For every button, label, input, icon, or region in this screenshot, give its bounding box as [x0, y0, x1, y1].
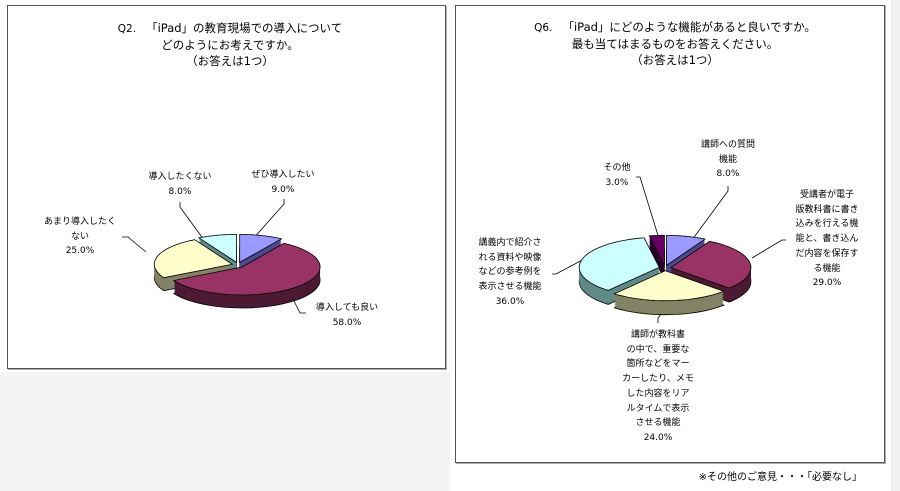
chart-panel-q6	[455, 5, 885, 463]
chart-title-q2: Q2. 「iPad」の教育現場での導入について どのようにお考えですか。 （お答え…	[100, 20, 360, 69]
background-strip	[0, 372, 450, 491]
leader-line	[291, 296, 306, 314]
leader-line	[552, 256, 589, 275]
slice-label: 講師が教科書の中で、重要な箇所などをマーカーしたり、メモした内容をリアルタイムで…	[622, 330, 694, 443]
question-number: Q6.	[534, 22, 553, 34]
title-line: （お答えは1つ）	[186, 54, 274, 68]
pie-slice-top	[648, 234, 665, 266]
pie-slice-top	[197, 234, 237, 264]
chart-panel-q2	[7, 5, 446, 369]
title-line: 「iPad」にどのような機能があると良いですか。	[562, 20, 816, 34]
pie-slice-top	[153, 239, 234, 279]
leader-line	[179, 202, 205, 241]
pie-slice-top	[172, 242, 321, 296]
leader-line	[636, 176, 661, 243]
pie-slice-1	[670, 240, 752, 303]
pie-slice-top	[613, 270, 725, 302]
pie-slice-2	[613, 270, 725, 316]
pie-q6	[578, 234, 752, 316]
pie-slice-top	[239, 234, 283, 264]
chart-title-q6: Q6. 「iPad」にどのような機能があると良いですか。 最も当てはまるものをお答…	[520, 19, 830, 68]
footnote: ※その他のご意見・・・「必要なし」	[698, 472, 862, 483]
pie-slice-1	[172, 242, 321, 309]
scroll-edge	[891, 0, 900, 491]
pie-slice-top	[578, 237, 660, 291]
title-line: どのようにお考えですか。	[161, 38, 299, 52]
question-number: Q2.	[117, 23, 137, 35]
title-line: 「iPad」の教育現場での導入について	[146, 21, 343, 35]
pie-slice-top	[670, 240, 752, 289]
leader-line	[251, 199, 285, 241]
title-line: 最も当てはまるものをお答えください。	[571, 37, 779, 51]
pie-q2	[153, 234, 321, 309]
leader-line	[691, 186, 729, 241]
leader-line	[751, 239, 786, 259]
leader-line	[122, 236, 147, 253]
pie-slice-3	[578, 237, 660, 305]
pie-slice-top	[666, 235, 706, 267]
title-line: （お答えは1つ）	[631, 53, 719, 67]
